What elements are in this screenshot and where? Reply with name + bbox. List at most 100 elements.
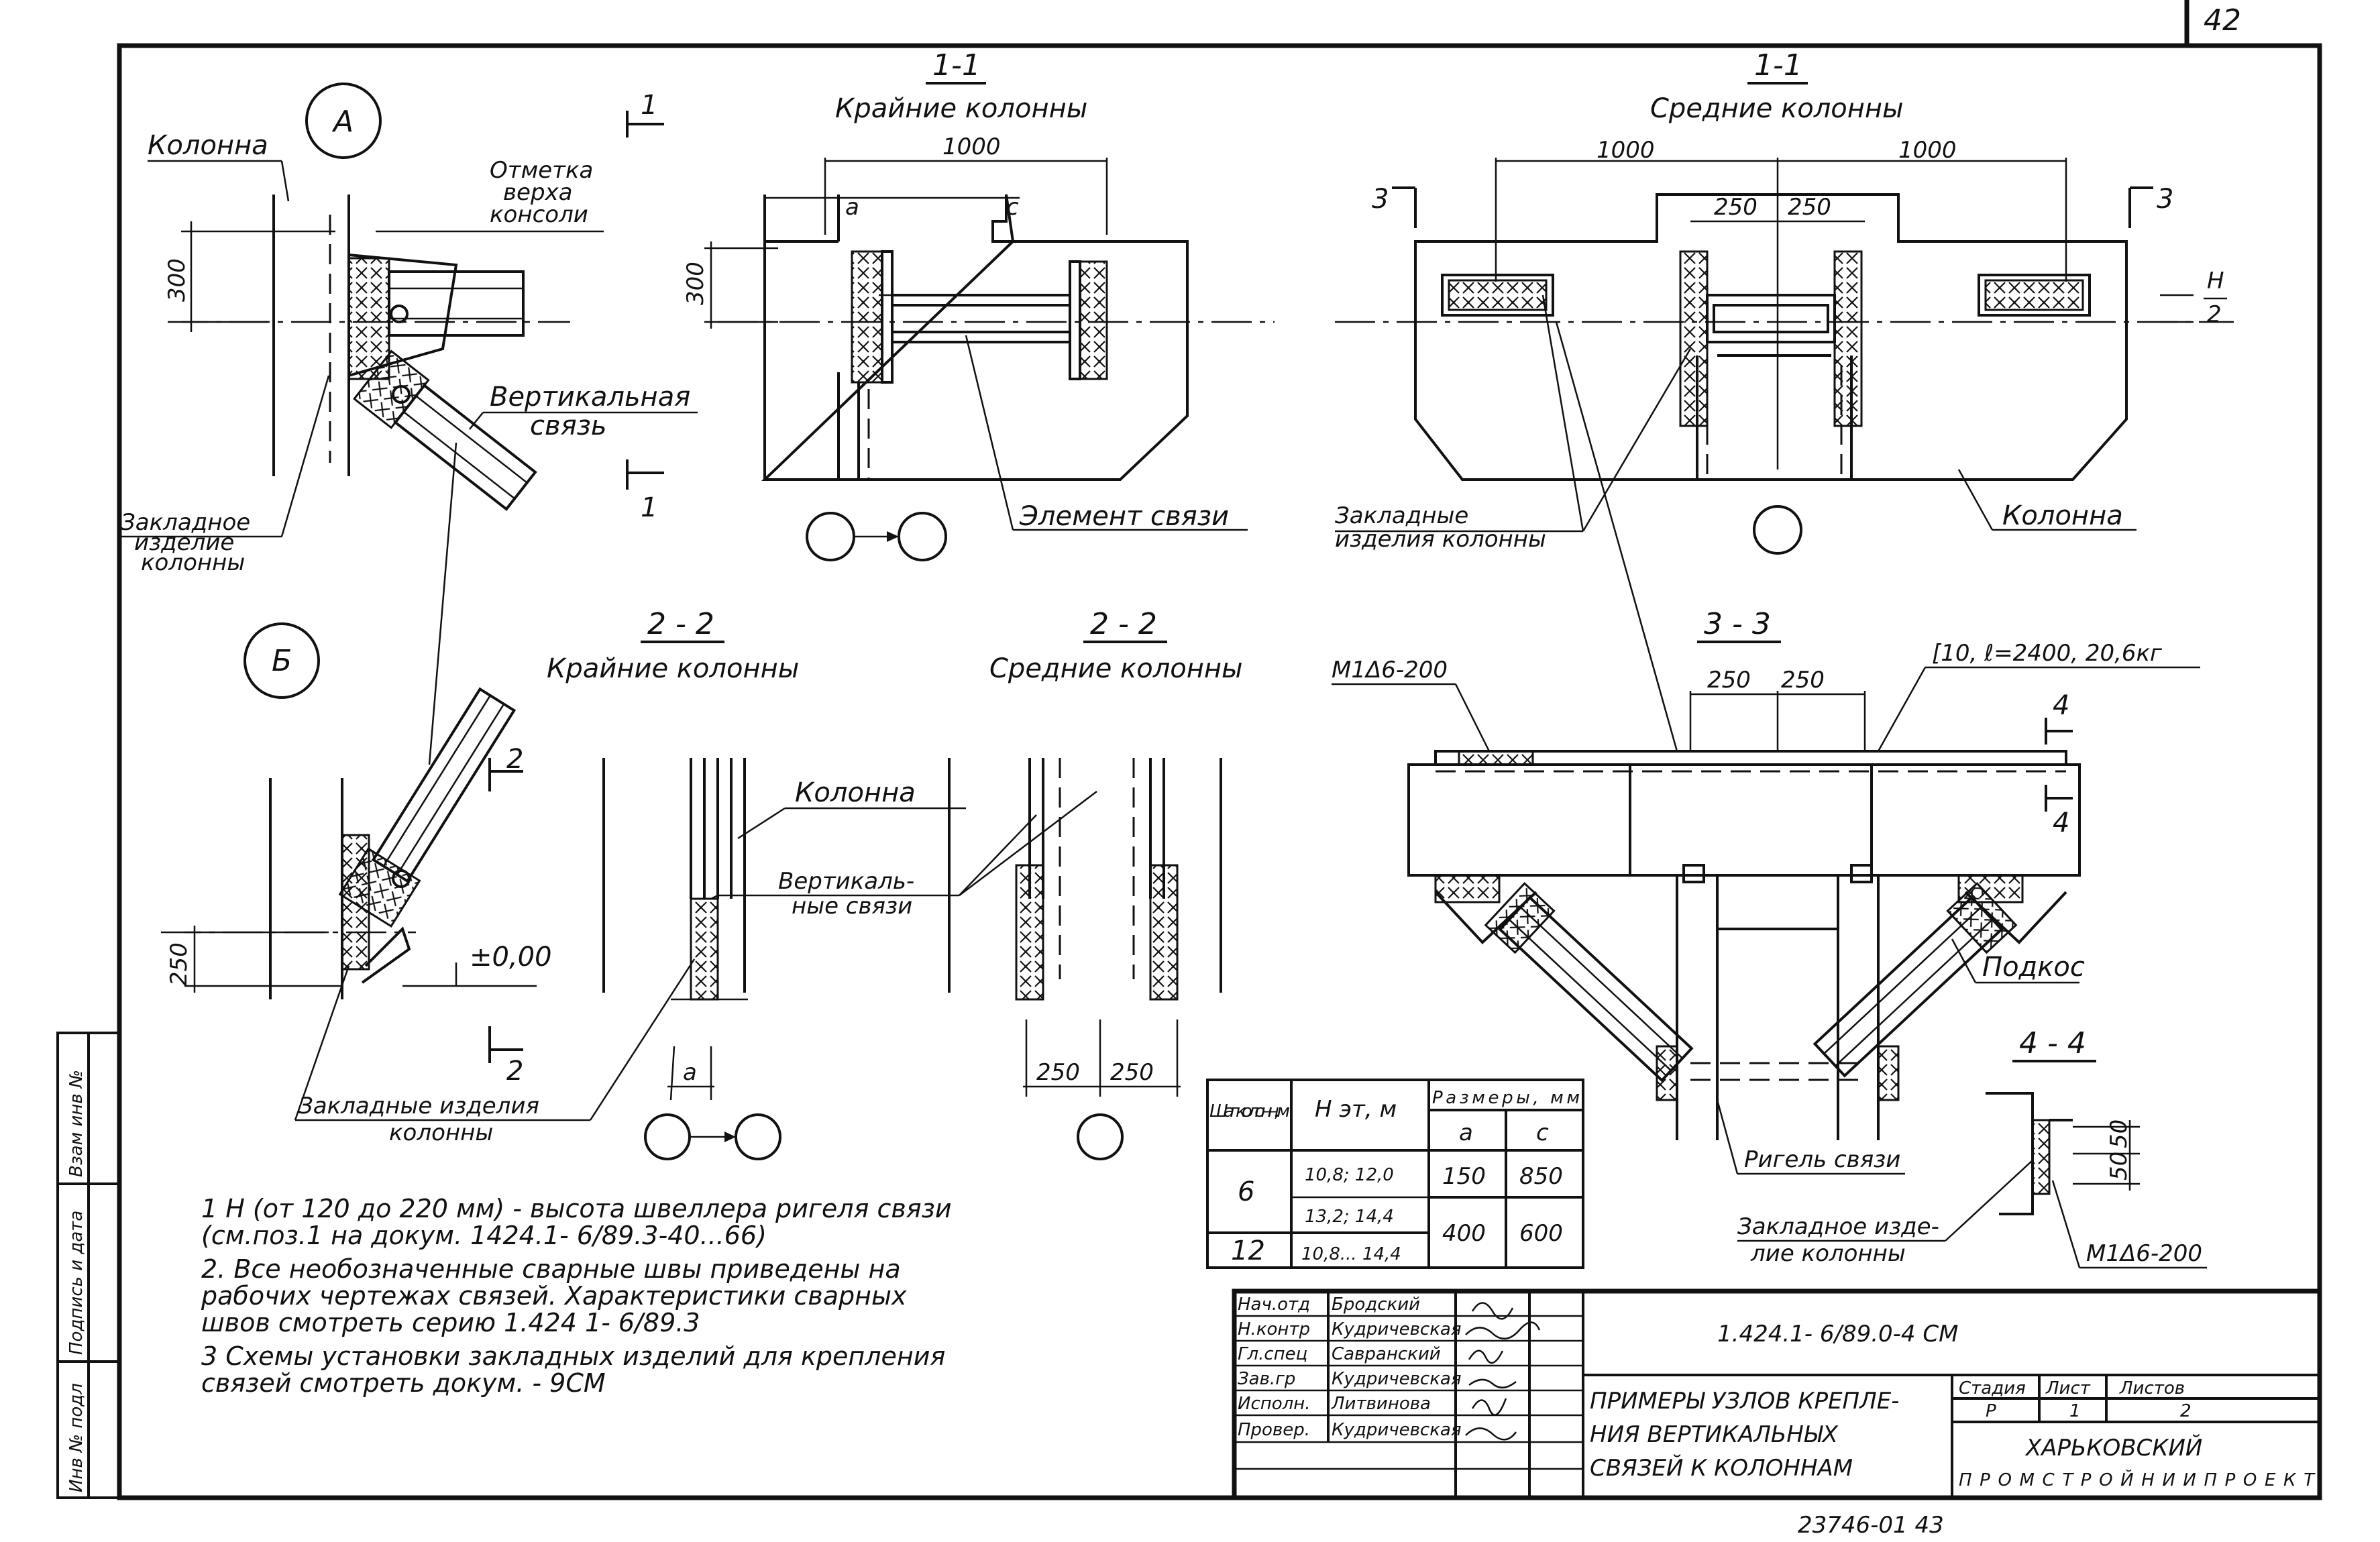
table-row1-h2: 13,2; 14,4 (1305, 1207, 1394, 1227)
dim-a-22: a (683, 1059, 697, 1086)
label-embedded-1: Закладное (121, 509, 250, 536)
cut-4-bottom: 4 (2053, 808, 2069, 838)
dim-300-a: 300 (164, 258, 191, 302)
section-1-1-middle: 1-1 Средние колонны 1000 1000 250 250 (1335, 48, 2234, 752)
label-brace-beam: Ригель связи (1744, 1146, 1900, 1173)
label-channel-spec: [10, ℓ=2400, 20,6кг (1932, 640, 2163, 667)
sig-name-2: Кудричевская (1332, 1319, 1461, 1339)
label-top-mark-1: Отметка (490, 157, 593, 184)
section-3-3-title: 3 - 3 (1704, 607, 1771, 641)
section-2-2-middle: 2 - 2 Средние колонны 250 250 Колонна Ве… (710, 607, 1243, 1160)
stage-value: Р (1986, 1401, 1996, 1421)
sheets-total-value: 2 (2180, 1401, 2192, 1421)
dim-50-a: 50 (2106, 1119, 2132, 1148)
label-vertical-brace-1: Вертикальная (490, 382, 690, 412)
side-stamp-replace: Взам инв № (66, 1070, 87, 1177)
marker-a-circle (305, 82, 382, 159)
sig-role-6: Провер. (1238, 1420, 1310, 1440)
note-line-6: 3 Схемы установки закладных изделий для … (201, 1341, 945, 1371)
dim-250-detail-b: 250 (166, 942, 193, 986)
sheet-no-value: 1 (2069, 1401, 2081, 1421)
organization-line-2: ПРОМСТРОЙНИИПРОЕКТ (1959, 1469, 2316, 1490)
sig-name-3: Савранский (1332, 1344, 1441, 1364)
dim-250-22-a: 250 (1036, 1059, 1080, 1086)
note-line-3: 2. Все необозначенные сварные швы привед… (201, 1254, 901, 1284)
dim-300-b: 300 (682, 262, 709, 305)
note-line-7: связей смотреть докум. - 9СМ (201, 1368, 606, 1398)
note-line-5: швов смотреть серию 1.424 1- 6/89.3 (201, 1308, 700, 1337)
sig-name-5: Литвинова (1331, 1394, 1431, 1414)
table-row2-a: 400 (1442, 1220, 1486, 1247)
dim-250-33-b: 250 (1781, 667, 1825, 694)
detail-a: А Колонна Отметка верха консоли (121, 82, 698, 576)
label-embedded-pl-2: изделия колонны (1335, 526, 1546, 553)
section-1-1-extreme: 1-1 Крайние колонны 1000 a c 300 (682, 48, 1275, 561)
note-line-4: рабочих чертежах связей. Характеристики … (201, 1281, 907, 1311)
marker-a: А (331, 105, 354, 139)
sheet-header: Лист (2045, 1378, 2091, 1398)
bottom-code: 23746-01 43 (1798, 1512, 1944, 1539)
label-embedded-44-1: Закладное изде- (1737, 1213, 1939, 1240)
section-2-2-right-title: 2 - 2 (1090, 607, 1157, 641)
cut-3-left: 3 (1372, 184, 1389, 215)
sig-role-2: Н.контр (1238, 1319, 1310, 1339)
label-h: Н (2207, 268, 2224, 294)
marker-b-circle (244, 622, 320, 699)
dim-250-b: 250 (1788, 194, 1831, 221)
marker-b: Б (272, 644, 292, 678)
dim-250-33-a: 250 (1707, 667, 1751, 694)
section-2-2-extreme: 2 - 2 Крайние колонны a (547, 607, 799, 1160)
label-vertical-braces-22-2: ные связи (792, 893, 912, 920)
dim-1000-mid-a: 1000 (1597, 137, 1655, 164)
page-number: 42 (2204, 3, 2241, 38)
title-line-3: СВЯЗЕЙ К КОЛОННАМ (1590, 1454, 1853, 1482)
label-vertical-brace-2: связь (530, 410, 606, 441)
drawing-frame (56, 0, 2322, 1500)
section-2-2-left-title: 2 - 2 (647, 607, 714, 641)
dim-250-a: 250 (1714, 194, 1757, 221)
label-embedded-3: колонны (141, 549, 245, 576)
sig-role-5: Исполн. (1238, 1394, 1311, 1414)
label-strut: Подкос (1982, 952, 2085, 983)
dim-250-22-b: 250 (1110, 1059, 1154, 1086)
label-brace-element: Элемент связи (1019, 501, 1229, 532)
title-line-1: ПРИМЕРЫ УЗЛОВ КРЕПЛЕ- (1590, 1388, 1899, 1415)
title-block: Нач.отд Бродский Н.контр Кудричевская Гл… (1232, 1288, 2322, 1500)
label-anchor-m1: М1Δ6-200 (1332, 657, 1448, 683)
label-column-22: Колонна (795, 777, 916, 808)
side-stamp-inv: Инв № подл (66, 1383, 87, 1492)
section-3-3: 3 - 3 М1Δ6-200 [10, ℓ=2400, 20,6кг 250 2… (1332, 607, 2200, 1175)
label-top-mark-3: консоли (490, 201, 588, 228)
organization-line-1: ХАРЬКОВСКИЙ (2024, 1434, 2202, 1462)
dimension-table: Шаг колонн, м Н эт, м Размеры, мм a c 6 … (1206, 1079, 1584, 1269)
embedded-label-22: Закладные изделия колонны (294, 958, 696, 1146)
table-row1-step: 6 (1238, 1176, 1254, 1207)
section-2-2-left-sub: Крайние колонны (547, 653, 799, 684)
notes: 1 Н (от 120 до 220 мм) - высота швеллера… (201, 1194, 952, 1398)
design-code: 1.424.1- 6/89.0-4 СМ (1717, 1321, 1958, 1347)
section-1-1-left-title: 1-1 (932, 48, 981, 82)
detail-b: Б 250 ±0,00 2 2 (161, 442, 552, 1087)
label-embedded-pl-1: Закладные (1335, 502, 1468, 529)
section-1-1-right-title: 1-1 (1754, 48, 1802, 82)
label-anchor-m1-44: М1Δ6-200 (2086, 1240, 2202, 1267)
sig-role-3: Гл.спец (1238, 1344, 1307, 1364)
sig-name-1: Бродский (1332, 1295, 1420, 1315)
cut-1-bottom: 1 (641, 492, 657, 523)
section-1-1-left-sub: Крайние колонны (835, 93, 1087, 124)
table-row3-h: 10,8... 14,4 (1301, 1244, 1401, 1264)
label-embedded-22-2: колонны (389, 1119, 493, 1146)
table-sub-a: a (1459, 1119, 1473, 1146)
section-4-4-title: 4 - 4 (2019, 1026, 2086, 1060)
note-line-1: 1 Н (от 120 до 220 мм) - высота швеллера… (201, 1194, 952, 1223)
section-4-4: 4 - 4 50 50 Закладное изде- лие колонны … (1737, 1026, 2207, 1269)
table-row1-c: 850 (1519, 1163, 1563, 1190)
side-stamp-signature: Подпись и дата (66, 1211, 87, 1355)
label-embedded-22-1: Закладные изделия (299, 1093, 539, 1119)
cut-1-top: 1 (641, 90, 657, 121)
cut-4-top: 4 (2053, 690, 2069, 721)
label-column-right: Колонна (2002, 500, 2123, 531)
label-zero-mark: ±0,00 (470, 942, 552, 973)
cut-3-right: 3 (2157, 184, 2173, 215)
